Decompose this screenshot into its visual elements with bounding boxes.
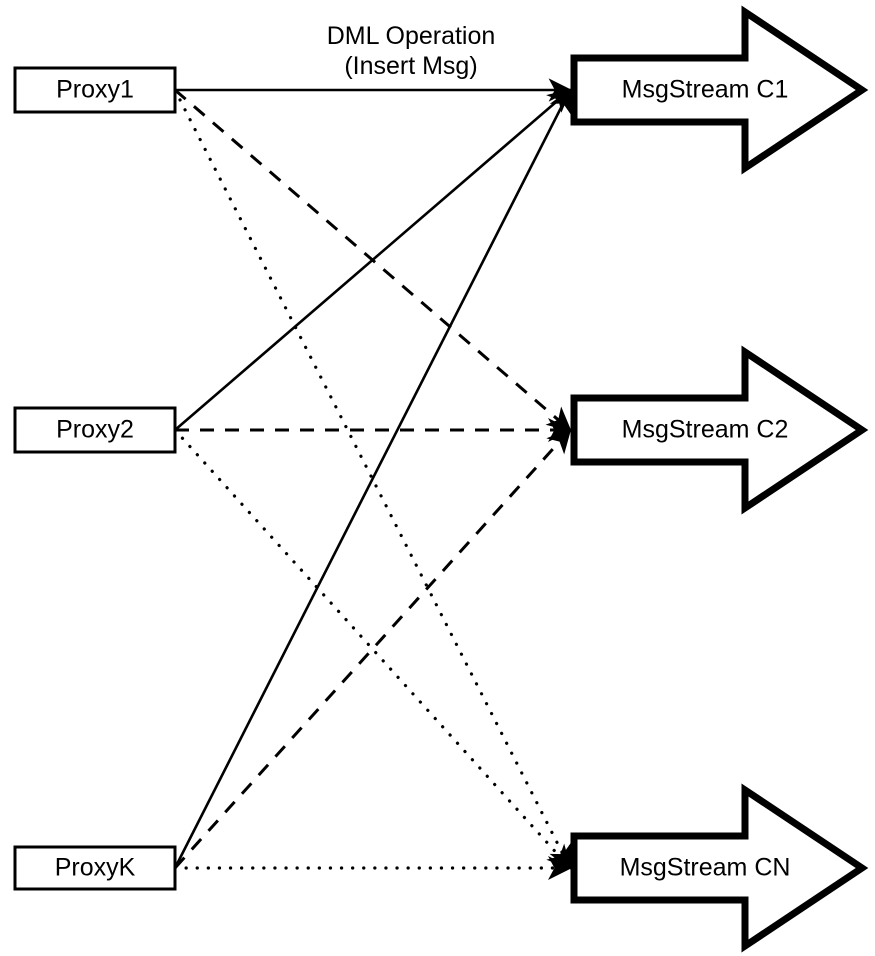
proxy-box-rect[interactable]	[13, 406, 177, 454]
edge-caption: DML Operation (Insert Msg)	[327, 22, 496, 80]
edge-caption-line2: (Insert Msg)	[344, 52, 477, 80]
proxy-node-label: Proxy2	[56, 416, 134, 444]
proxy-node-label: ProxyK	[55, 854, 136, 882]
msgstream-block-arrow-shape[interactable]	[570, 345, 869, 515]
proxy-box-rect[interactable]	[13, 845, 177, 891]
msgstream-block-arrow-shape[interactable]	[570, 5, 869, 175]
proxy-node-proxy1[interactable]: Proxy1	[13, 66, 177, 114]
msgstream-nodes-layer: MsgStream C1 MsgStream C2 MsgStream CN	[570, 5, 869, 953]
msgstream-node-label: MsgStream C2	[622, 416, 789, 444]
connector-p1-cn	[173, 88, 572, 870]
proxy-node-proxyk[interactable]: ProxyK	[13, 845, 177, 891]
proxy-node-label: Proxy1	[56, 76, 134, 104]
proxy-box-rect[interactable]	[13, 66, 177, 114]
msgstream-node-stream_cn[interactable]: MsgStream CN	[570, 783, 869, 953]
connector-p2-c1	[174, 88, 572, 431]
proxy-node-proxy2[interactable]: Proxy2	[13, 406, 177, 454]
msgstream-node-stream_c2[interactable]: MsgStream C2	[570, 345, 869, 515]
msgstream-block-arrow-shape[interactable]	[570, 783, 869, 953]
connector-p2-cn	[173, 428, 572, 870]
msgstream-node-stream_c1[interactable]: MsgStream C1	[570, 5, 869, 175]
connector-links-layer	[173, 78, 572, 880]
connector-pk-c1	[173, 88, 572, 869]
msgstream-node-label: MsgStream C1	[622, 76, 789, 104]
edge-caption-line1: DML Operation	[327, 22, 496, 50]
msgstream-node-label: MsgStream CN	[620, 854, 791, 882]
